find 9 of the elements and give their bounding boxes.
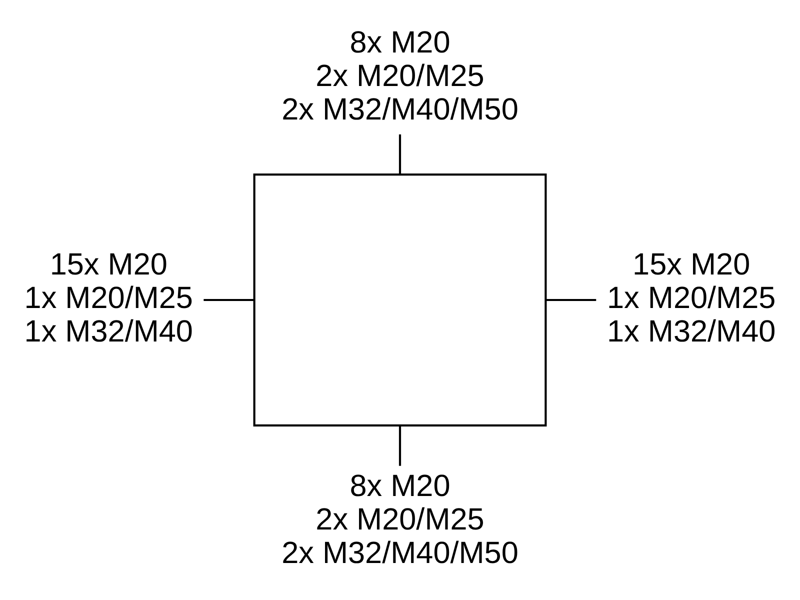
node-text: 8x M20 2x M20/M25 2x M32/M40/M50	[282, 26, 518, 127]
node-text: 8x M20 2x M20/M25 2x M32/M40/M50	[282, 469, 518, 570]
node-text: 15x M20 1x M20/M25 1x M32/M40	[24, 247, 193, 348]
connector	[204, 298, 254, 302]
node-box	[253, 173, 547, 427]
connector	[546, 298, 596, 302]
node-text: 15x M20 1x M20/M25 1x M32/M40	[607, 247, 776, 348]
connector	[398, 426, 402, 466]
connector	[398, 134, 402, 174]
